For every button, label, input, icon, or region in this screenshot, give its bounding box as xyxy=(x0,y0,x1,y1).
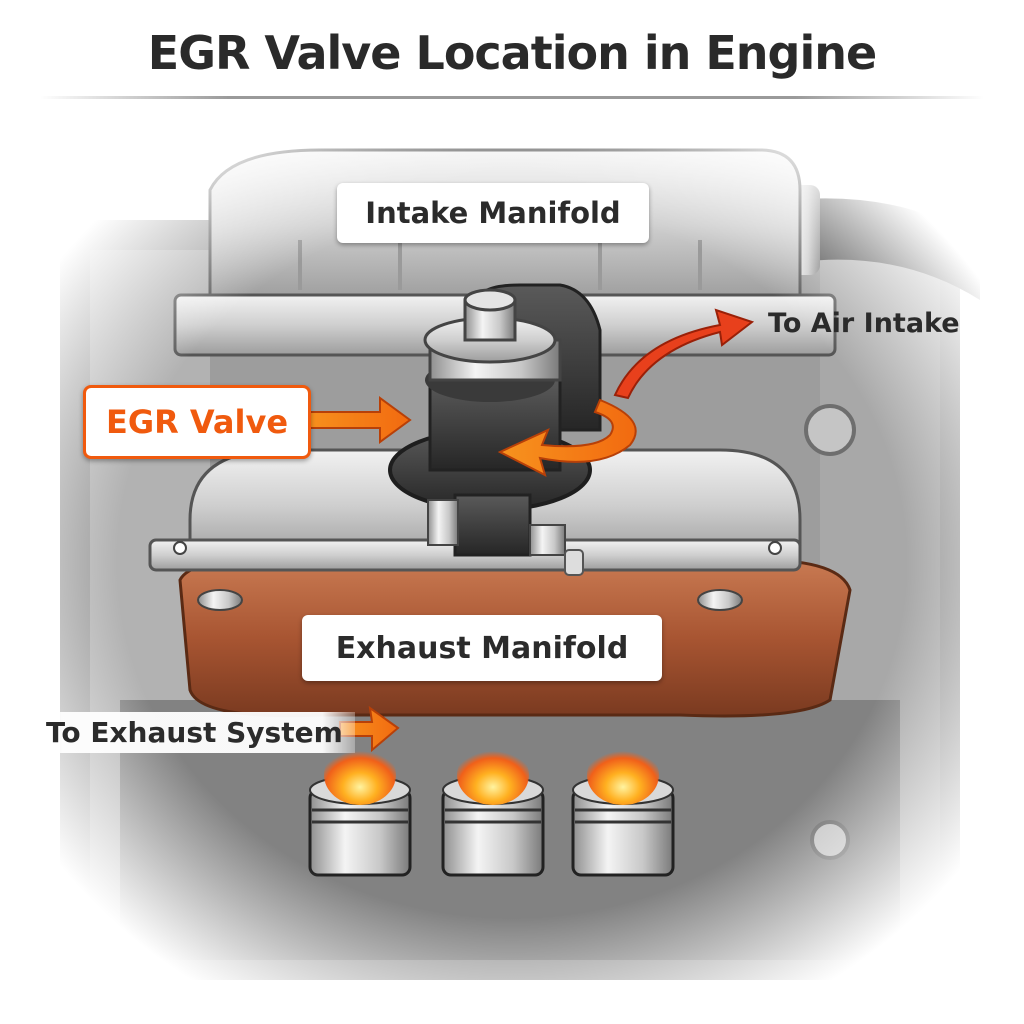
page-title: EGR Valve Location in Engine xyxy=(147,26,877,80)
egr-valve-label: EGR Valve xyxy=(83,385,311,459)
to-air-intake-label: To Air Intake xyxy=(768,308,960,339)
intake-manifold-label: Intake Manifold xyxy=(337,183,649,243)
to-exhaust-system-label: To Exhaust System xyxy=(30,712,355,753)
title-divider xyxy=(40,96,984,99)
exhaust-manifold-label: Exhaust Manifold xyxy=(302,615,662,681)
